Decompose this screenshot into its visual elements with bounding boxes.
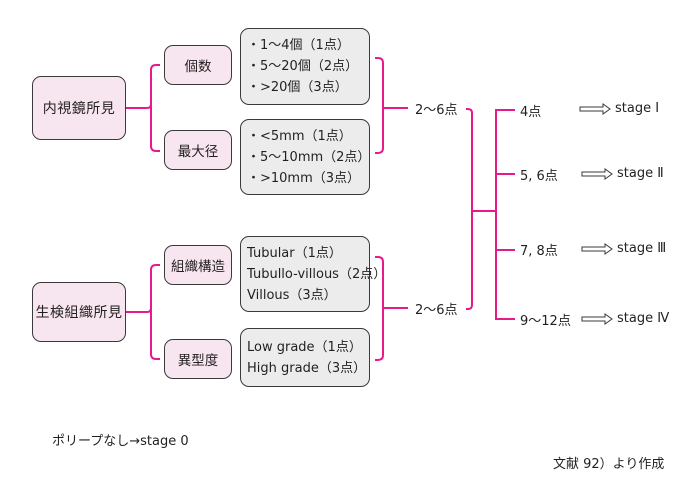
- histology-findings-box: 生検組織所見: [32, 282, 126, 342]
- criteria-item: ・>10mm（3点）: [247, 170, 361, 186]
- criteria-item: ・1〜4個（1点）: [247, 38, 350, 53]
- stage-result: stage Ⅰ: [579, 101, 659, 116]
- stage-result: stage Ⅲ: [581, 241, 666, 256]
- endoscopy-findings-box: 内視鏡所見: [32, 76, 126, 140]
- hollow-right-arrow-icon: [581, 312, 613, 325]
- criteria-item: ・<5mm（1点）: [247, 128, 352, 144]
- tissue-structure-label: 組織構造: [171, 259, 225, 275]
- criteria-item: Tubullo-villous（2点）: [247, 266, 387, 282]
- max-diameter-box: 最大径: [164, 130, 232, 170]
- endoscopy-right-bracket: [375, 57, 408, 154]
- stage-score: 5, 6点: [520, 169, 558, 184]
- atypia-grade-criteria-box: Low grade（1点） High grade（3点）: [240, 328, 370, 387]
- polyp-count-criteria-box: ・1〜4個（1点） ・5〜20個（2点） ・>20個（3点）: [240, 28, 370, 105]
- stage-result: stage Ⅱ: [581, 166, 664, 181]
- stage-bracket: [495, 109, 515, 320]
- hollow-right-arrow-icon: [581, 242, 613, 255]
- stage-label: stage Ⅲ: [617, 241, 667, 256]
- stage-label: stage Ⅰ: [615, 101, 660, 116]
- stage-label: stage Ⅳ: [617, 311, 670, 326]
- histology-score-range: 2〜6点: [415, 303, 458, 318]
- tissue-structure-box: 組織構造: [164, 245, 232, 285]
- criteria-item: Villous（3点）: [247, 287, 337, 303]
- polyp-count-box: 個数: [164, 45, 232, 85]
- endoscopy-left-bracket: [126, 64, 160, 152]
- atypia-grade-box: 異型度: [164, 339, 232, 379]
- criteria-item: High grade（3点）: [247, 360, 367, 376]
- max-diameter-criteria-box: ・<5mm（1点） ・5〜10mm（2点） ・>10mm（3点）: [240, 119, 370, 195]
- criteria-item: Low grade（1点）: [247, 339, 362, 355]
- total-bracket: [466, 108, 496, 310]
- stage-score: 4点: [520, 105, 542, 120]
- stage-score: 9〜12点: [520, 314, 571, 329]
- stage-result: stage Ⅳ: [581, 311, 669, 326]
- endoscopy-findings-label: 内視鏡所見: [42, 101, 116, 117]
- atypia-grade-label: 異型度: [177, 353, 219, 369]
- endoscopy-score-range: 2〜6点: [415, 103, 458, 118]
- criteria-item: ・5〜20個（2点）: [247, 59, 359, 74]
- criteria-item: Tubular（1点）: [247, 245, 342, 261]
- criteria-item: ・5〜10mm（2点）: [247, 149, 371, 165]
- tissue-structure-criteria-box: Tubular（1点） Tubullo-villous（2点） Villous（…: [240, 236, 386, 312]
- histology-left-bracket: [126, 264, 160, 360]
- stage-score: 7, 8点: [520, 244, 558, 259]
- no-polyp-footnote: ポリープなし→stage 0: [52, 434, 189, 449]
- hollow-right-arrow-icon: [579, 102, 611, 115]
- histology-findings-label: 生検組織所見: [35, 305, 123, 321]
- polyp-count-label: 個数: [184, 59, 212, 75]
- max-diameter-label: 最大径: [177, 144, 219, 160]
- hollow-right-arrow-icon: [581, 167, 613, 180]
- histology-right-bracket: [375, 256, 408, 361]
- source-citation: 文献 92）より作成: [553, 457, 665, 472]
- criteria-item: ・>20個（3点）: [247, 80, 348, 95]
- stage-label: stage Ⅱ: [617, 166, 664, 181]
